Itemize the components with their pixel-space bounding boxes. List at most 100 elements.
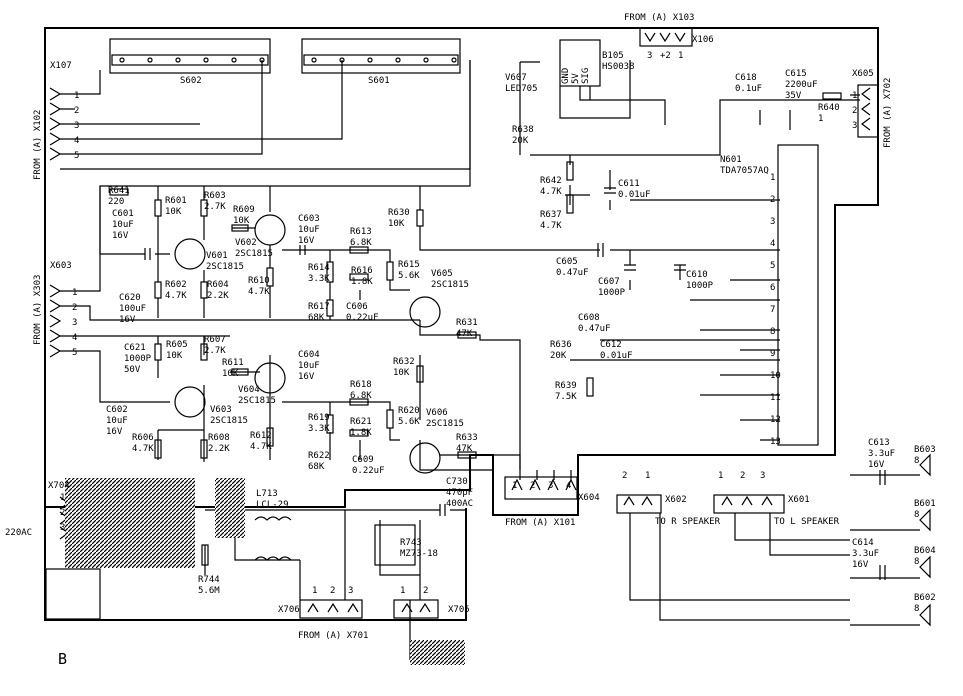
switch-bar-s601	[301, 38, 461, 74]
label-r633-0: R633	[456, 433, 478, 443]
transistor-v602	[254, 214, 286, 246]
label-c730-1: 470pF	[446, 488, 473, 498]
label-c606-1: 0.22uF	[346, 313, 379, 323]
label-r744-0: R744	[198, 575, 220, 585]
b105-pin-1: 5V	[571, 73, 581, 84]
label-r636-0: R636	[550, 340, 572, 350]
s602-label: S602	[180, 76, 202, 86]
x601-to: TO L SPEAKER	[774, 517, 840, 527]
x705-pin-1: 1	[400, 586, 405, 596]
label-v603-0: V603	[210, 405, 232, 415]
x704-pin-1: 1	[60, 493, 65, 503]
label-c602-1: 10uF	[106, 416, 128, 426]
x601-label: X601	[788, 495, 810, 505]
label-c615-2: 35V	[785, 91, 802, 101]
label-r603-1: 2.7K	[204, 202, 226, 212]
label-c618-1: 0.1uF	[735, 84, 762, 94]
label-v604-0: V604	[238, 385, 260, 395]
label-r607-0: R607	[204, 335, 226, 345]
label-c608-0: C608	[578, 313, 600, 323]
label-b601-1: 8	[914, 510, 919, 520]
part-labels: V607LED705B105HS0038R63820KR6424.7KR6374…	[106, 51, 936, 614]
label-r617-0: R617	[308, 302, 330, 312]
label-n601-0: N601	[720, 155, 742, 165]
ic-pin-6: 6	[770, 283, 775, 293]
x603-pin-5: 5	[72, 348, 77, 358]
switch-bar-s602	[109, 38, 271, 74]
x604-pin-3: 3	[548, 481, 553, 491]
x705-label: X705	[448, 605, 470, 615]
x706-pin-1: 1	[312, 586, 317, 596]
label-c609-1: 0.22uF	[352, 466, 385, 476]
x602-to: TO R SPEAKER	[655, 517, 721, 527]
label-r606-0: R606	[132, 433, 154, 443]
label-r604-1: 2.2K	[207, 291, 229, 301]
label-n601-1: TDA7057AQ	[720, 166, 769, 176]
label-r642-0: R642	[540, 176, 562, 186]
label-c609-0: C609	[352, 455, 374, 465]
x601-pin-3: 3	[760, 471, 765, 481]
b105-pin-2: SIG	[581, 68, 591, 84]
label-c614-2: 16V	[852, 560, 869, 570]
label-r641-0: R641	[108, 186, 130, 196]
x704-pin-2: 2	[60, 508, 65, 518]
label-r607-1: 2.7K	[204, 346, 226, 356]
label-r601-0: R601	[165, 196, 187, 206]
label-v605-1: 2SC1815	[431, 280, 469, 290]
label-c620-1: 100uF	[119, 304, 146, 314]
label-c620-0: C620	[119, 293, 141, 303]
x602-pin-2: 2	[622, 471, 627, 481]
bottom-connectors	[299, 476, 785, 619]
label-r637-0: R637	[540, 210, 562, 220]
x604-pin-1: 1	[512, 481, 517, 491]
label-r614-1: 3.3K	[308, 274, 330, 284]
x605-label: X605	[852, 69, 874, 79]
label-r605-0: R605	[166, 340, 188, 350]
ic-pin-10: 10	[770, 371, 781, 381]
label-b604-1: 8	[914, 557, 919, 567]
label-l713-0: L713	[256, 489, 278, 499]
x107-pin-3: 3	[74, 121, 79, 131]
label-c620-2: 16V	[119, 315, 136, 325]
x107-pins	[49, 87, 62, 161]
label-r633-1: 47K	[456, 444, 473, 454]
label-r615-0: R615	[398, 260, 420, 270]
section-label: B	[58, 650, 67, 668]
label-r622-1: 68K	[308, 462, 325, 472]
x706-pin-2: 2	[330, 586, 335, 596]
label-r639-0: R639	[555, 381, 577, 391]
ic-n601	[777, 144, 819, 446]
label-c610-0: C610	[686, 270, 708, 280]
label-r604-0: R604	[207, 280, 229, 290]
x603-pin-3: 3	[72, 318, 77, 328]
label-b602-1: 8	[914, 604, 919, 614]
transistor-v605	[409, 296, 441, 328]
ic-pin-5: 5	[770, 261, 775, 271]
x603-pin-2: 2	[72, 303, 77, 313]
label-c602-0: C602	[106, 405, 128, 415]
ic-pin-1: 1	[770, 173, 775, 183]
ic-pin-13: 13	[770, 437, 781, 447]
label-c612-0: C612	[600, 340, 622, 350]
x603-label: X603	[50, 261, 72, 271]
label-c601-1: 10uF	[112, 220, 134, 230]
label-r743-1: MZ73-18	[400, 549, 438, 559]
label-c618-0: C618	[735, 73, 757, 83]
x601-pin-2: 2	[740, 471, 745, 481]
label-c730-2: 400AC	[446, 499, 473, 509]
x107-pin-1: 1	[74, 91, 79, 101]
label-c606-0: C606	[346, 302, 368, 312]
label-r620-0: R620	[398, 406, 420, 416]
x107-pin-2: 2	[74, 106, 79, 116]
label-r618-0: R618	[350, 380, 372, 390]
label-c607-1: 1000P	[598, 288, 626, 298]
section-box	[45, 568, 101, 620]
label-c604-1: 10uF	[298, 361, 320, 371]
noise-region-2	[215, 478, 245, 538]
label-r621-1: 1.8K	[350, 428, 372, 438]
label-l713-1: LCL-29	[256, 500, 289, 510]
label-r612-0: R612	[250, 431, 272, 441]
label-r631-0: R631	[456, 318, 478, 328]
x603-pins	[49, 284, 62, 358]
